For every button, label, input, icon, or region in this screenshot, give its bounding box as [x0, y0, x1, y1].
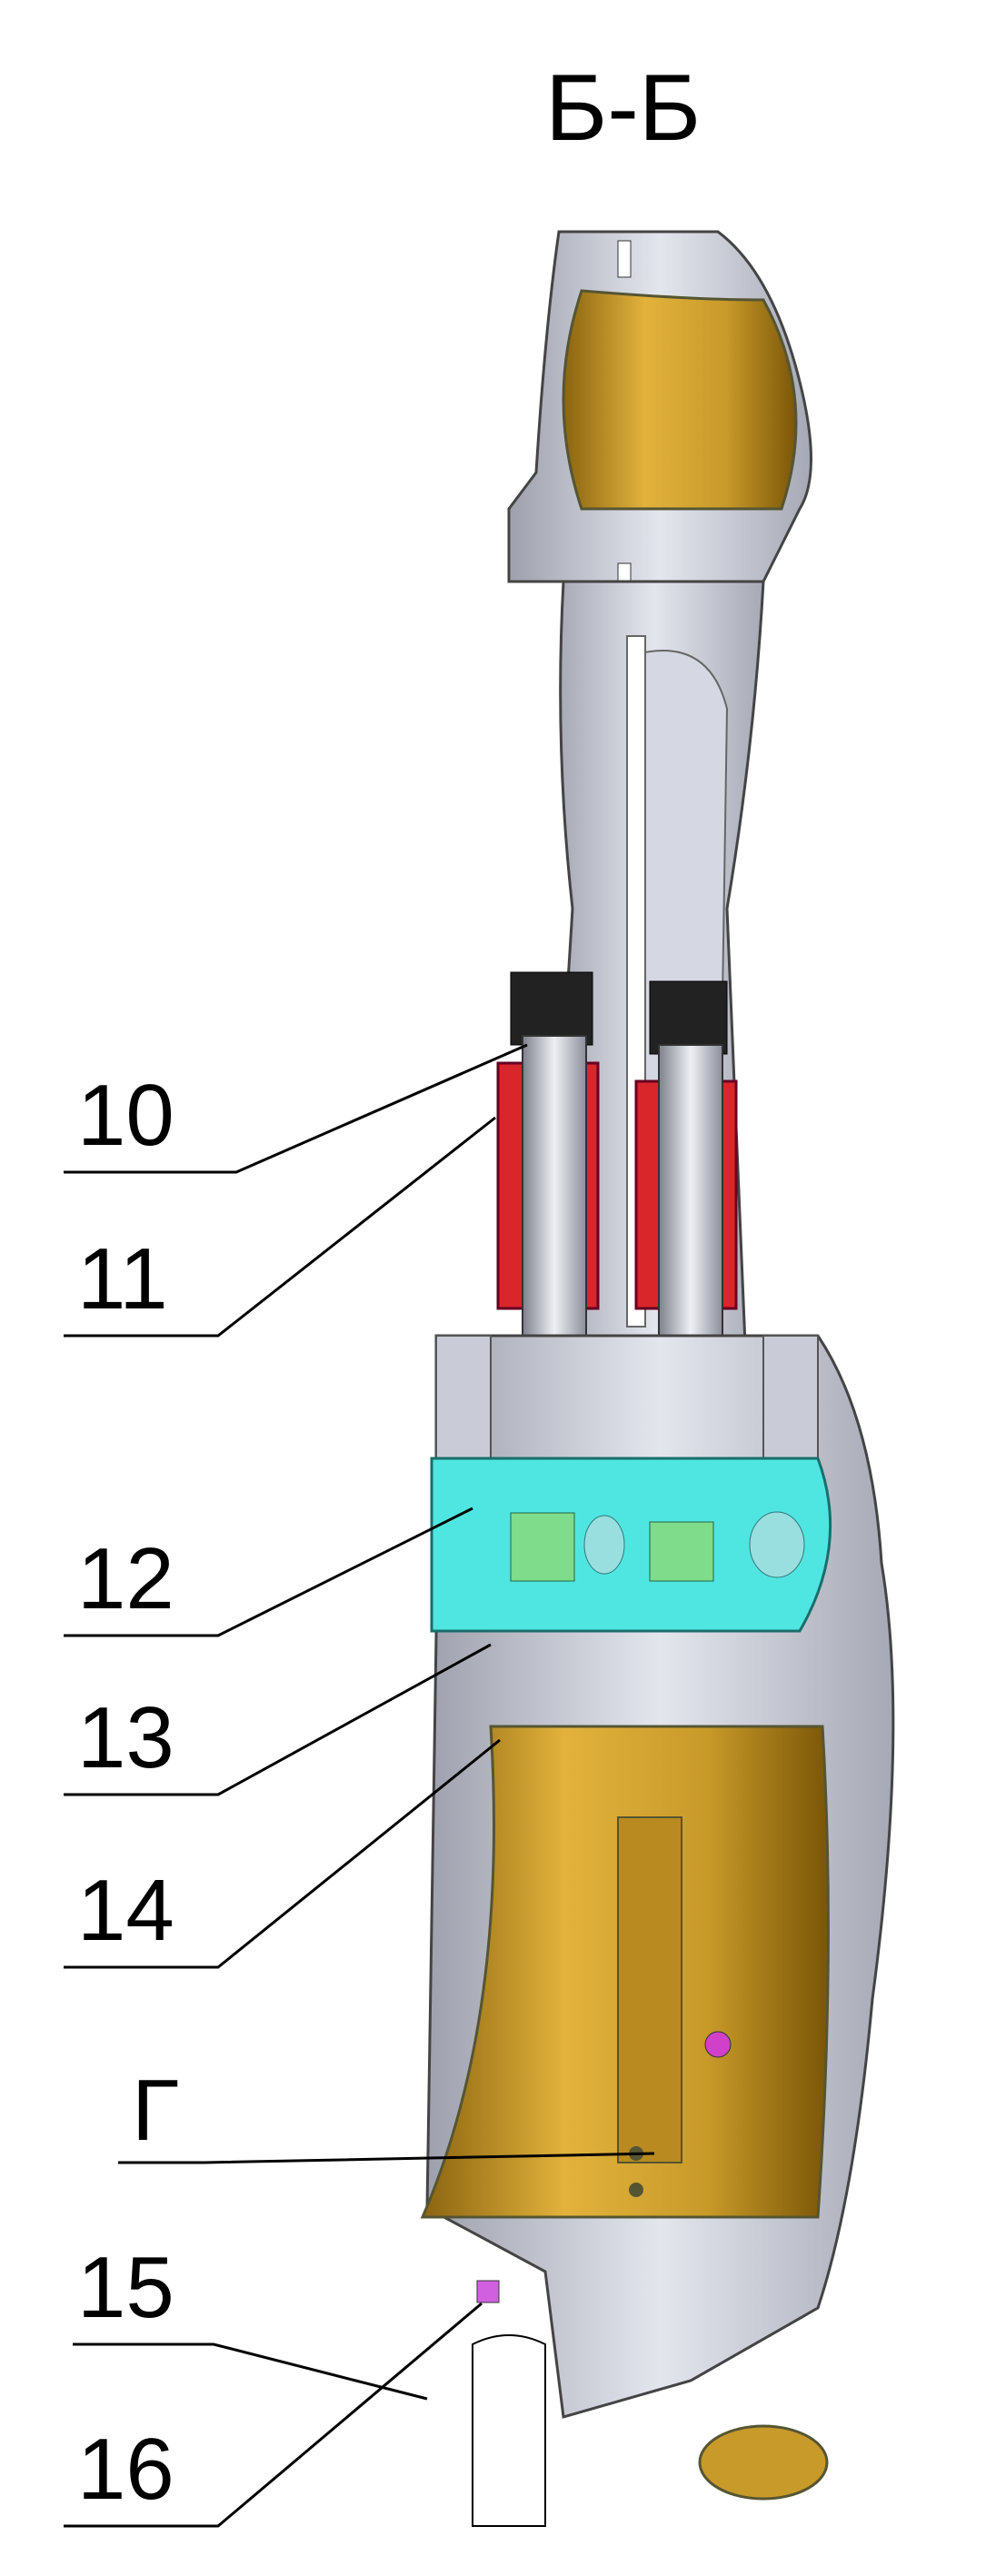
- lower-boss: [472, 2280, 829, 2527]
- callout-14: 14: [77, 1862, 174, 1959]
- small-end-housing: [507, 230, 812, 592]
- leader-lines: [64, 1043, 655, 2528]
- callout-10: 10: [77, 1067, 174, 1164]
- callout-13: 13: [77, 1689, 174, 1786]
- callout-15: 15: [77, 2239, 174, 2336]
- callout-12: 12: [77, 1530, 174, 1627]
- cap-block: [430, 1457, 832, 1633]
- small-end-bushing: [562, 289, 798, 511]
- callout-g: Г: [132, 2062, 179, 2159]
- big-end-bearing: [420, 1725, 830, 2219]
- callout-16: 16: [77, 2421, 174, 2518]
- section-title: Б-Б: [545, 55, 702, 161]
- magenta-marker: [476, 2280, 500, 2303]
- callout-11: 11: [77, 1230, 168, 1328]
